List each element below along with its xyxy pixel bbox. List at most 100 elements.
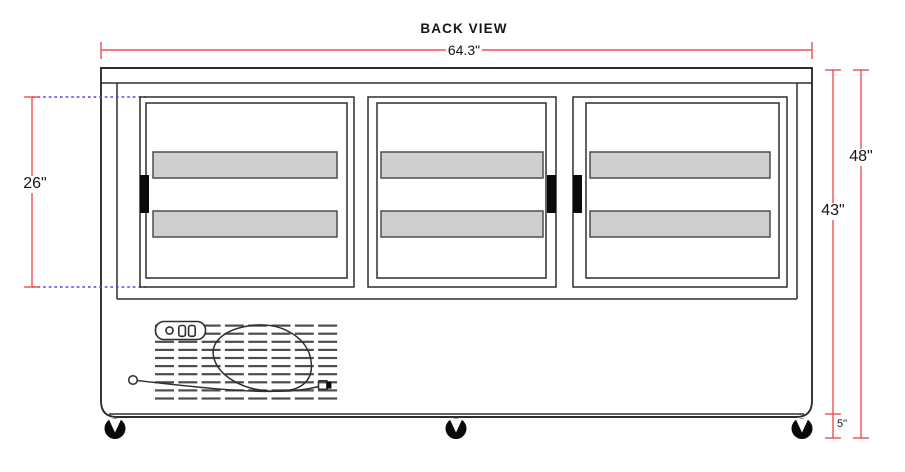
grille-slot [224, 348, 244, 351]
shelf [589, 151, 771, 179]
caster-wheel [104, 418, 126, 439]
grille-slot [271, 356, 291, 360]
door-handle [140, 175, 149, 213]
grille-slot [294, 356, 314, 360]
grille-slot [155, 381, 174, 384]
caster-fork-notch [449, 418, 463, 433]
grille-slot [248, 373, 268, 376]
grille-slot [201, 373, 221, 376]
grille-slot [271, 373, 291, 376]
caster-wheel [445, 418, 467, 439]
dim-opening-height-label: 26" [21, 175, 49, 193]
shelf [380, 210, 544, 238]
grille-slot [294, 348, 314, 351]
shelf [152, 151, 338, 179]
grille-slot [271, 397, 291, 400]
grille-slot [155, 340, 174, 343]
grille-slot [224, 365, 244, 368]
grille-slot [178, 381, 198, 384]
grille-slot [155, 365, 174, 368]
grille-slot [155, 397, 174, 400]
grille-slot [294, 373, 314, 376]
power-cord [127, 324, 332, 393]
grille-slot [178, 365, 198, 368]
grille-slot [224, 397, 244, 400]
grille-slot [271, 381, 291, 384]
grille-slot [201, 356, 221, 360]
grille-slot [201, 365, 221, 368]
grille-slot [201, 381, 221, 384]
grille-slot [224, 332, 244, 335]
grille-slot [271, 348, 291, 351]
caster-fork-notch [795, 418, 809, 433]
grille-slot [178, 397, 198, 400]
door-handle [573, 175, 582, 213]
casters [104, 418, 813, 439]
grille-slot [248, 340, 268, 343]
grille-slot [248, 356, 268, 360]
grille-slot [248, 397, 268, 400]
caster-fork-notch [108, 418, 122, 433]
cord-ring [127, 374, 139, 386]
cord-line [136, 324, 320, 393]
grille-slot [178, 373, 198, 376]
door-inner-frame [585, 102, 780, 279]
door-handle [547, 175, 556, 213]
door-right [572, 96, 788, 288]
switch-icon [178, 324, 187, 338]
grille-slot [318, 356, 338, 360]
grille-slot [155, 348, 174, 351]
grille-slot [294, 389, 314, 392]
grille-slot [318, 397, 338, 400]
shelf [380, 151, 544, 179]
grille-slot [271, 332, 291, 335]
shelf [589, 210, 771, 238]
dim-caster-height-label: 5" [836, 418, 849, 431]
caster-height-dimension [825, 414, 841, 439]
control-panel [154, 320, 207, 341]
grille-slot [201, 332, 221, 335]
grille-slot [318, 324, 338, 327]
grille-slot [224, 324, 244, 327]
door-inner-frame [376, 102, 547, 279]
overall-height-dimension [853, 69, 869, 439]
sliding-doors [139, 96, 788, 288]
grille-slot [178, 356, 198, 360]
grille-slot [178, 340, 198, 343]
grille-slot [294, 324, 314, 327]
grille-slot [318, 348, 338, 351]
dimension-lines [24, 42, 869, 439]
plug-tip [326, 381, 332, 389]
grille-slot [201, 340, 221, 343]
page-title: BACK VIEW [420, 21, 508, 36]
grille-slot [294, 365, 314, 368]
door-middle [367, 96, 557, 288]
cabinet-body [100, 67, 813, 418]
grille-slot [201, 397, 221, 400]
grille-slot [318, 389, 338, 392]
grille-slot [318, 373, 338, 376]
grille-slot [294, 397, 314, 400]
dim-overall-height-label: 48" [847, 148, 875, 166]
grille-slot [318, 340, 338, 343]
body-height-dimension [825, 69, 841, 415]
dim-body-height-label: 43" [819, 202, 847, 220]
grille-slot [201, 389, 221, 392]
grille-slot [271, 365, 291, 368]
grille-slot [271, 340, 291, 343]
grille-slot [294, 381, 314, 384]
grille-slot [248, 348, 268, 351]
caster-wheel [791, 418, 813, 439]
grille-slot [155, 356, 174, 360]
grille-slot [248, 365, 268, 368]
grille-slot [178, 389, 198, 392]
grille-slot [294, 332, 314, 335]
grille-slot [155, 389, 174, 392]
grille-slot [201, 324, 221, 327]
shelf [152, 210, 338, 238]
grille-slot [294, 340, 314, 343]
indicator-light-icon [165, 326, 174, 335]
door-outer-frame [367, 96, 557, 288]
door-outer-frame [572, 96, 788, 288]
